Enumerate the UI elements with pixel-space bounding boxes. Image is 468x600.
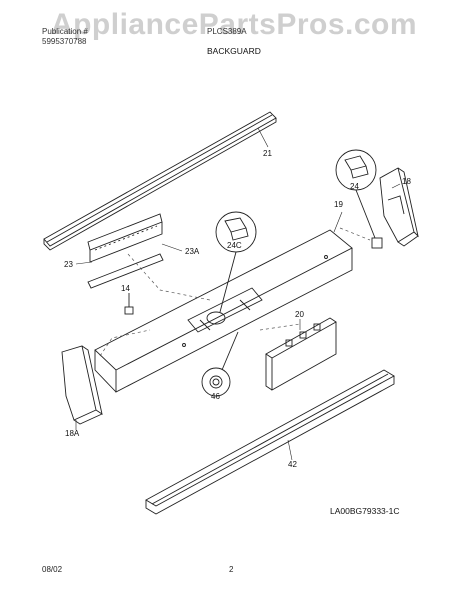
section-title: BACKGUARD xyxy=(207,46,261,56)
drawing-id: LA00BG79333-1C xyxy=(330,506,399,516)
callout-20: 20 xyxy=(295,310,304,319)
callout-24: 24 xyxy=(350,182,359,191)
callout-14: 14 xyxy=(121,284,130,293)
callout-21: 21 xyxy=(263,149,272,158)
callout-23A: 23A xyxy=(185,247,200,256)
callout-18A: 18A xyxy=(65,429,80,438)
part-21-trim-strip xyxy=(43,111,277,251)
watermark: AppliancePartsPros.com xyxy=(50,8,418,41)
callout-42: 42 xyxy=(288,460,297,469)
part-24C-knob-detail xyxy=(206,211,257,325)
publication-label: Publication # xyxy=(42,27,88,36)
footer-date: 08/02 xyxy=(42,565,63,574)
footer-page-number: 2 xyxy=(229,565,234,574)
callout-19: 19 xyxy=(334,200,343,209)
part-14-screw xyxy=(124,293,134,315)
part-19-backguard-panel xyxy=(94,229,353,393)
part-24-clip-detail xyxy=(335,149,383,249)
part-23A-bracket xyxy=(87,213,163,263)
part-18A-end-bracket-left xyxy=(61,345,103,425)
part-46-knob-detail xyxy=(201,331,239,397)
part-20-control-board xyxy=(265,317,337,391)
callout-23: 23 xyxy=(64,260,73,269)
part-18-end-bracket-right xyxy=(379,167,419,247)
part-23-clip xyxy=(87,253,164,289)
part-42-bottom-trim xyxy=(145,369,395,515)
model-number: PLCS389A xyxy=(207,27,247,36)
callout-24C: 24C xyxy=(227,241,242,250)
callout-46: 46 xyxy=(211,392,220,401)
callout-18: 18 xyxy=(402,177,411,186)
publication-number: 5995370788 xyxy=(42,37,87,46)
